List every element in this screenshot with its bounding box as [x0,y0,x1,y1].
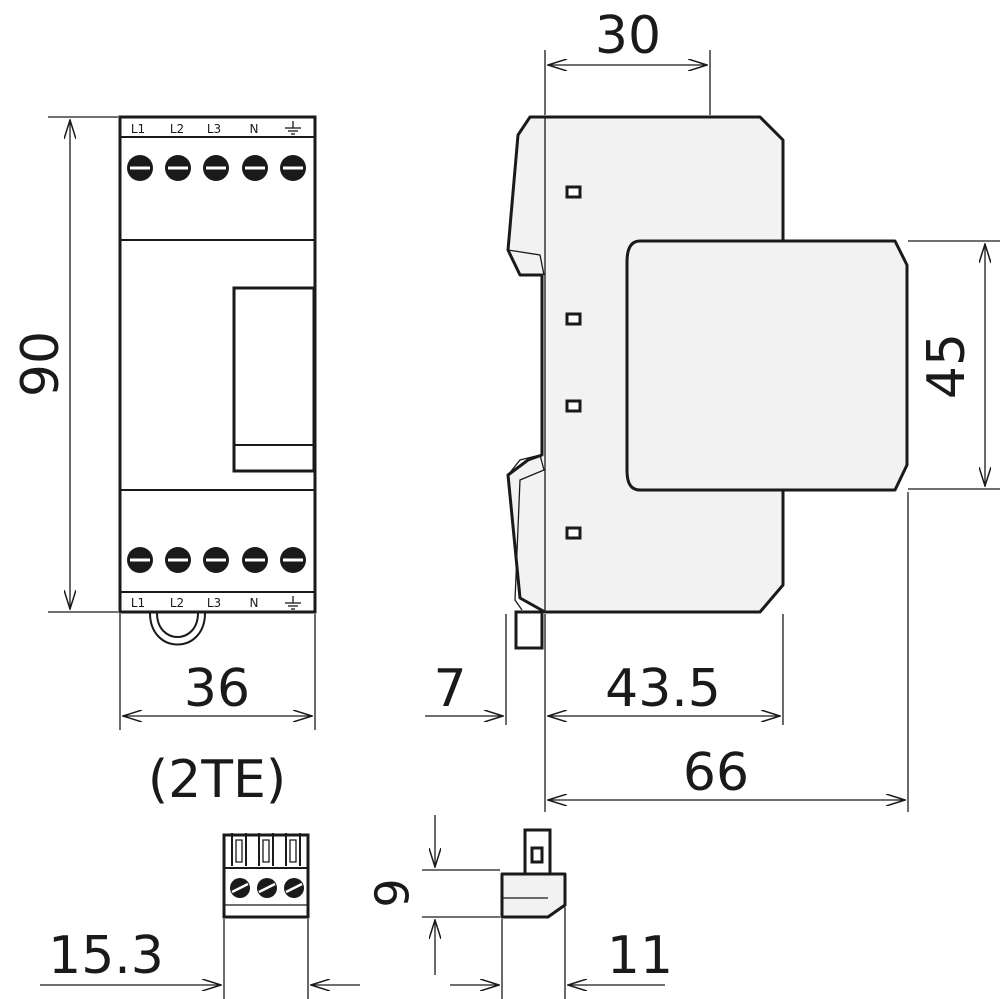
terminal-label-top-l1: L1 [131,122,145,136]
latch-tab [514,610,544,650]
dim-36-label: 36 [184,659,250,719]
dim-43-5-label: 43.5 [605,659,721,719]
ground-symbol-top [285,121,301,135]
ground-symbol-bottom [285,596,301,610]
plug-module [625,239,909,492]
terminal-label-top-l3: L3 [207,122,221,136]
top-terminal-screws [127,155,306,181]
dim-11: 11 [450,907,673,999]
dim-30-label: 30 [595,6,661,66]
terminal-label-bottom-l1: L1 [131,596,145,610]
connector-side-view [500,828,567,919]
terminal-label-top-n: N [250,122,259,136]
dim-9: 9 [366,815,500,975]
terminal-label-bottom-l3: L3 [207,596,221,610]
dim-15-3: 15.3 [40,919,360,999]
dim-45-label: 45 [917,333,977,399]
dim-66-label: 66 [683,743,749,803]
wire-loop [149,612,206,646]
front-view: L1 L2 L3 N L1 L2 L3 N [118,115,317,646]
dim-90: 90 [11,116,118,613]
dim-30: 30 [544,6,711,115]
dim-45: 45 [908,240,1000,490]
bottom-terminal-screws [127,547,306,573]
dim-11-label: 11 [607,926,673,986]
dim-90-label: 90 [11,331,71,397]
dim-7-label: 7 [433,659,466,719]
connector-side-body [500,872,567,919]
terminal-label-bottom-n: N [250,596,259,610]
front-window [232,286,316,473]
dim-36: 36 (2TE) [119,614,316,810]
connector-front-body [222,833,310,919]
dim-9-label: 9 [366,878,420,907]
terminal-label-bottom-l2: L2 [170,596,184,610]
dim-depth: 7 43.5 66 [425,492,909,812]
dim-2te-label: (2TE) [148,750,286,810]
connector-front-view [222,833,310,919]
side-view [506,115,909,650]
dim-15-3-label: 15.3 [48,926,164,986]
terminal-label-top-l2: L2 [170,122,184,136]
